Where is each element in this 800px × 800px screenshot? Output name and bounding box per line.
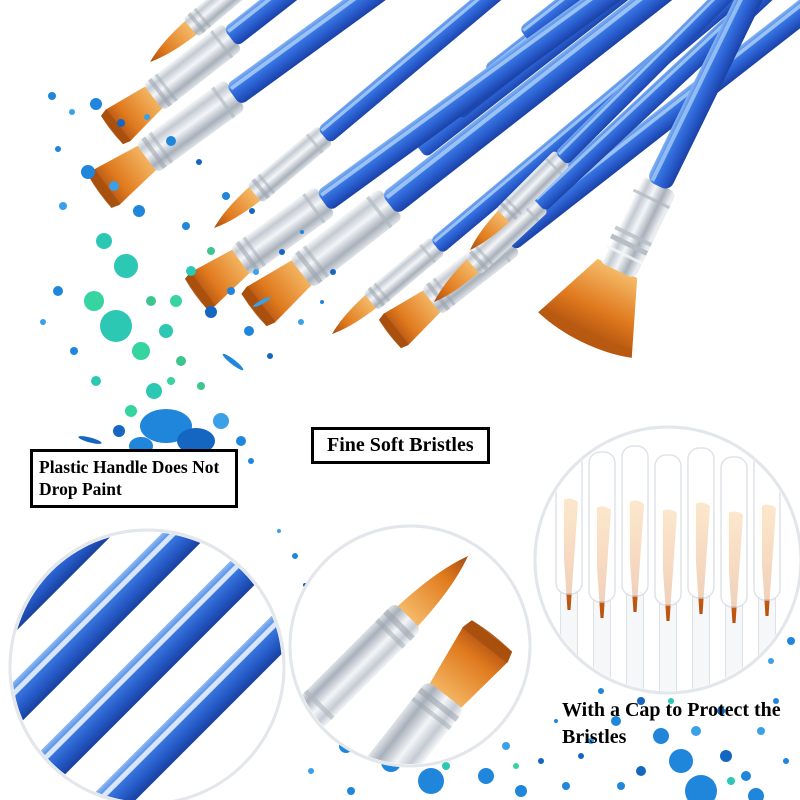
label-plastic-handle: Plastic Handle Does Not Drop Paint bbox=[30, 449, 238, 508]
label-fine-soft-bristles: Fine Soft Bristles bbox=[311, 427, 490, 464]
brush-fan bbox=[86, 0, 800, 351]
label-cap-protect: With a Cap to Protect the Bristles bbox=[562, 699, 781, 748]
paint-splatter-bottom-right bbox=[588, 637, 795, 800]
angled-brush bbox=[538, 0, 800, 358]
paint-splatter-left bbox=[40, 92, 336, 587]
callout-circle-caps bbox=[533, 425, 800, 695]
callout-circle-bristles bbox=[288, 524, 532, 768]
